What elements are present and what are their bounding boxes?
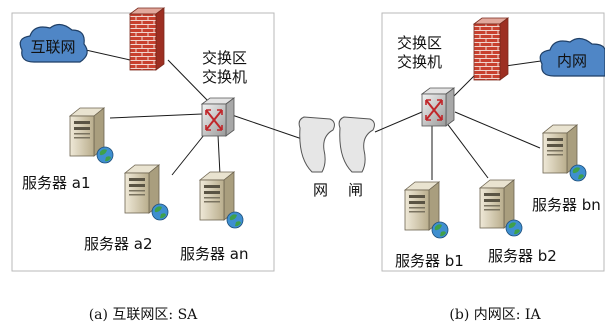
server-icon <box>479 179 515 229</box>
server-icon <box>542 124 578 174</box>
server-icon <box>69 107 105 157</box>
server-label-a2: 服务器 a2 <box>84 235 153 253</box>
firewall-icon <box>129 7 165 71</box>
link-gateway-switch-ia <box>374 111 423 133</box>
globe-icon <box>505 219 523 237</box>
switch-label-sa-line1: 交换区 <box>202 49 247 67</box>
server-label-b1: 服务器 b1 <box>395 252 464 270</box>
link-switch-an <box>217 134 221 176</box>
globe-icon <box>431 221 449 239</box>
server-icon <box>124 164 160 214</box>
switch-icon <box>421 87 455 127</box>
zone-ia-box <box>381 12 605 272</box>
link-switch-bn <box>454 111 541 149</box>
link-switch-b2 <box>445 121 489 179</box>
link-firewall-switch-sa <box>167 59 211 104</box>
globe-icon <box>96 146 114 164</box>
link-switch-a1 <box>109 113 203 119</box>
internet-cloud-icon: 互联网 <box>19 23 88 63</box>
globe-icon <box>226 211 244 229</box>
link-switch-gateway-sa <box>231 114 306 141</box>
caption-ia: (b) 内网区: IA <box>449 307 541 323</box>
caption-sa: (a) 互联网区: SA <box>89 307 198 323</box>
gateway-icon <box>298 116 375 173</box>
switch-label-ia-line2: 交换机 <box>397 53 442 71</box>
firewall-icon <box>473 17 509 81</box>
server-label-an: 服务器 an <box>180 245 248 263</box>
gateway-label-left: 网 <box>313 181 328 199</box>
server-label-b2: 服务器 b2 <box>488 247 557 265</box>
server-label-a1: 服务器 a1 <box>22 174 91 192</box>
gateway-label-right: 闸 <box>348 181 363 199</box>
link-switch-a2 <box>171 129 209 176</box>
cloud-label-ia: 内网 <box>557 52 587 70</box>
switch-label-sa-line2: 交换机 <box>202 68 247 86</box>
cloud-label-sa: 互联网 <box>30 38 75 56</box>
globe-icon <box>151 203 169 221</box>
switch-icon <box>201 97 235 137</box>
intranet-cloud-icon: 内网 <box>539 37 605 77</box>
server-icon <box>404 181 440 231</box>
server-icon <box>199 171 235 221</box>
globe-icon <box>569 164 587 182</box>
server-label-bn: 服务器 bn <box>532 196 601 214</box>
switch-label-ia-line1: 交换区 <box>397 34 442 52</box>
